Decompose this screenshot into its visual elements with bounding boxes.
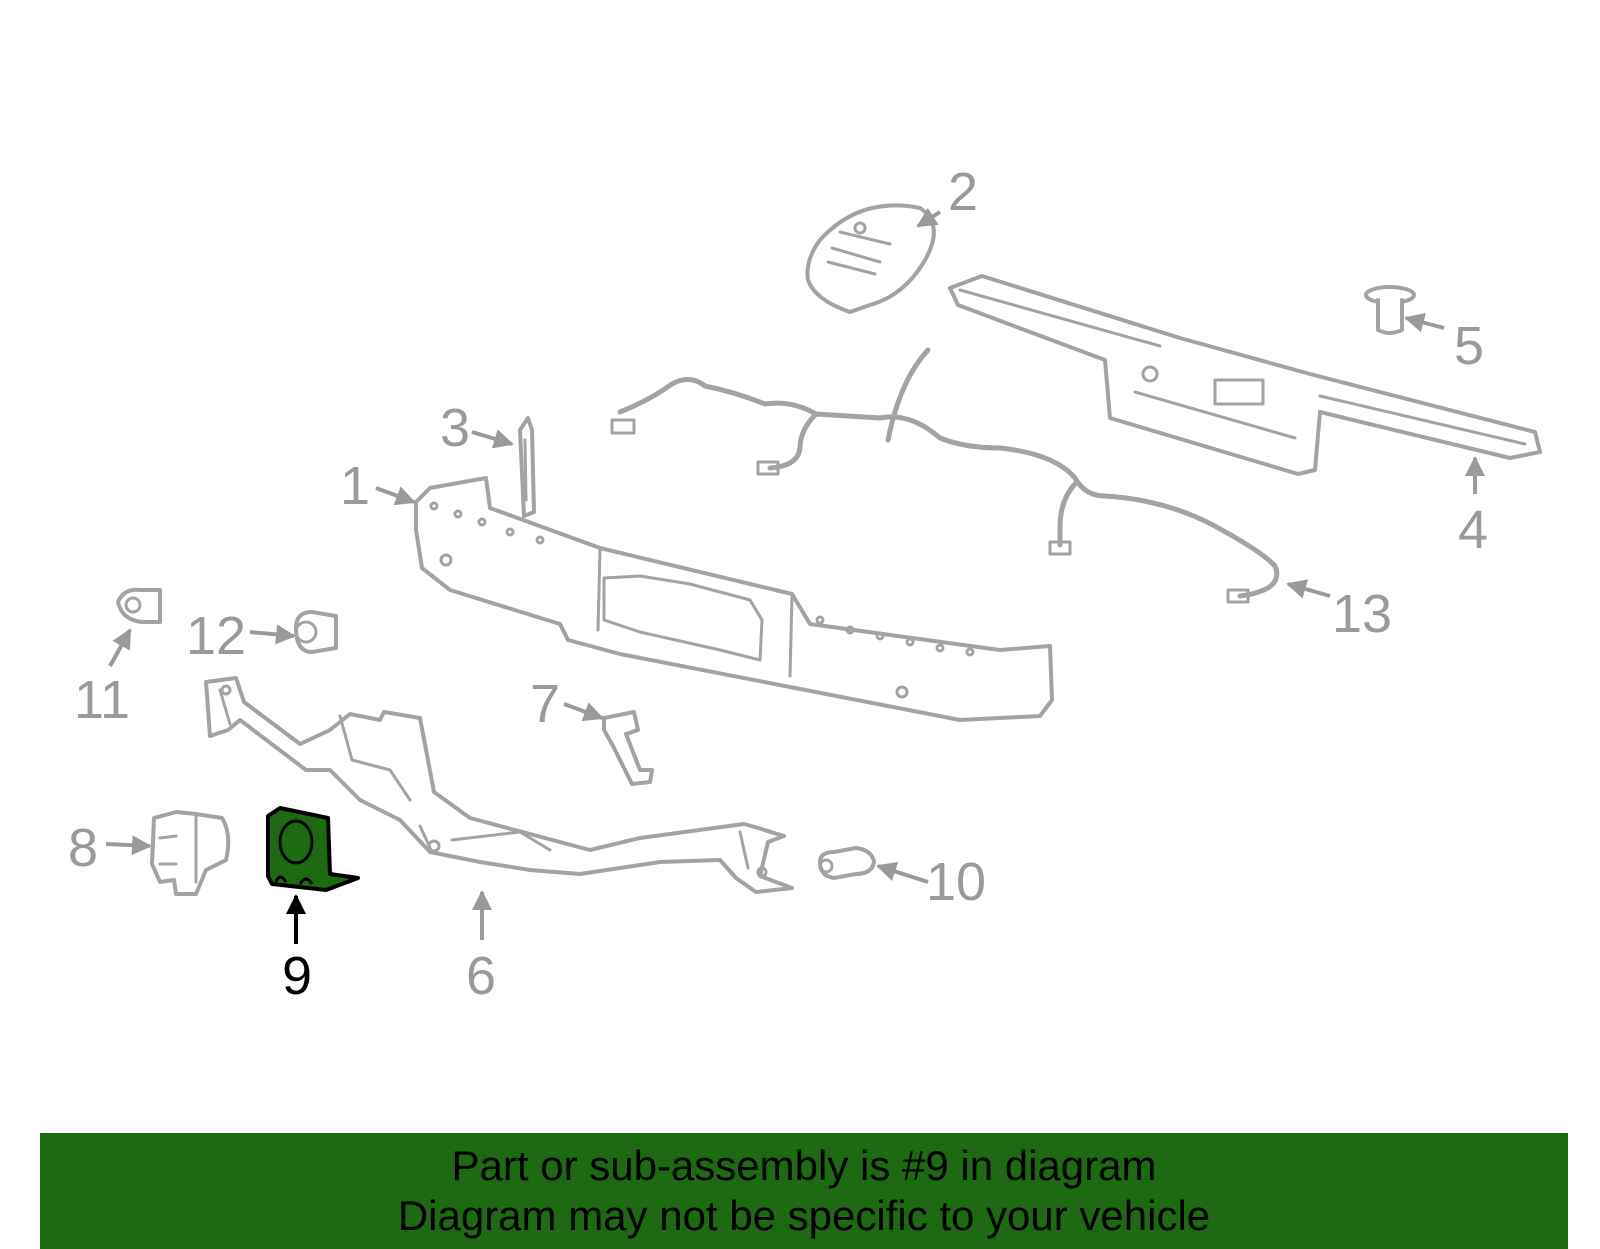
callout-10: 10 <box>926 852 986 912</box>
part-8-sensor[interactable] <box>150 810 231 896</box>
callout-9-highlighted: 9 <box>282 946 312 1006</box>
part-13-wiring-harness[interactable] <box>610 347 1280 604</box>
callout-arrows <box>105 207 1485 944</box>
part-2-step-pad[interactable] <box>805 203 936 314</box>
callout-13: 13 <box>1332 584 1392 644</box>
info-banner: Part or sub-assembly is #9 in diagram Di… <box>40 1133 1568 1249</box>
callout-6: 6 <box>466 946 496 1006</box>
callout-12: 12 <box>186 606 246 666</box>
banner-line-1: Part or sub-assembly is #9 in diagram <box>451 1142 1157 1189</box>
banner-line-2: Diagram may not be specific to your vehi… <box>397 1192 1211 1239</box>
callout-8: 8 <box>68 818 98 878</box>
callout-3: 3 <box>440 398 470 458</box>
callout-4: 4 <box>1458 500 1488 560</box>
part-7-bracket[interactable] <box>602 710 654 786</box>
part-6-reinforcement[interactable] <box>204 676 794 894</box>
part-5-clip[interactable] <box>1364 285 1416 335</box>
callout-5: 5 <box>1454 316 1484 376</box>
callout-labels: 2 3 1 4 5 13 12 11 7 8 10 6 9 <box>68 162 1488 1006</box>
callout-11: 11 <box>74 670 130 730</box>
part-9-highlighted-bracket[interactable] <box>266 806 360 892</box>
part-1-bumper[interactable] <box>414 476 1054 722</box>
part-10-sensor[interactable] <box>818 846 876 880</box>
callout-1: 1 <box>340 456 370 516</box>
callout-2: 2 <box>948 162 978 222</box>
part-3-bracket[interactable] <box>518 416 536 518</box>
part-12-bezel[interactable] <box>294 610 338 654</box>
part-11-retainer[interactable] <box>116 587 162 624</box>
callout-7: 7 <box>530 674 560 734</box>
part-4-step-bar[interactable] <box>948 274 1542 476</box>
